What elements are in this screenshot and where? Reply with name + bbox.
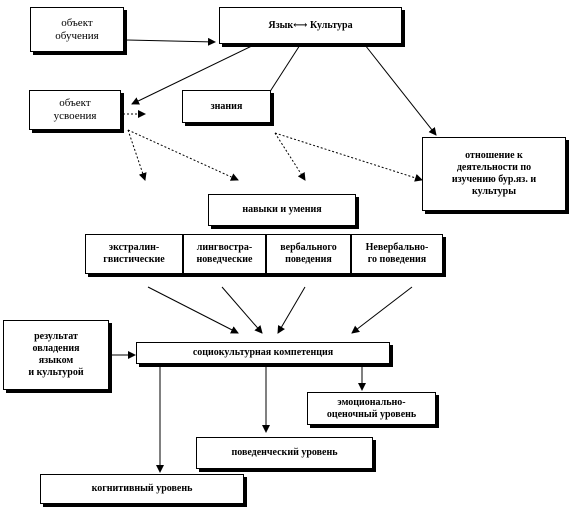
arrow-knowledge-to-attitude: [274, 132, 423, 182]
behavioral-level-box: поведенческий уровень: [196, 437, 373, 469]
arrow-linguo-to-competence: [221, 286, 263, 334]
extralinguistic-label: экстралин- гвистические: [103, 242, 165, 265]
object-of-study-label: объект обучения: [55, 16, 99, 42]
skills-box: навыки и умения: [208, 194, 356, 226]
knowledge-box: знания: [182, 90, 271, 123]
cognitive-level-box: когнитивный уровень: [40, 474, 244, 504]
arrow-mastery-down-left: [127, 129, 147, 181]
attitude-box: отношение к деятельности по изучению бур…: [422, 137, 566, 211]
nonverbal-behavior-box: Невербально- го поведения: [351, 234, 443, 274]
object-of-mastery-box: объект усвоения: [29, 90, 121, 130]
arrow-nonverbal-to-competence: [351, 286, 413, 334]
competence-label: социокультурная компетенция: [192, 347, 334, 358]
arrow-language-to-attitude: [364, 44, 437, 136]
arrow-verbal-to-competence: [277, 286, 306, 334]
linguo-cultural-box: лингвостра- новедческие: [183, 234, 266, 274]
language-culture-label: Язык⟷ Культура: [268, 19, 353, 31]
emotional-level-label: эмоционально- оценочный уровень: [326, 396, 417, 420]
object-of-study-box: объект обучения: [30, 7, 124, 52]
arrow-knowledge-down: [274, 132, 306, 181]
emotional-level-box: эмоционально- оценочный уровень: [307, 392, 436, 425]
arrow-mastery-down-right: [127, 129, 239, 181]
nonverbal-behavior-label: Невербально- го поведения: [365, 242, 429, 265]
behavioral-level-label: поведенческий уровень: [231, 447, 338, 458]
arrow-study-to-language: [124, 37, 216, 46]
competence-box: социокультурная компетенция: [136, 342, 390, 364]
verbal-behavior-box: вербального поведения: [266, 234, 351, 274]
cognitive-level-label: когнитивный уровень: [91, 483, 193, 494]
language-culture-box: Язык⟷ Культура: [219, 7, 402, 44]
skills-label: навыки и умения: [242, 204, 322, 215]
linguo-cultural-label: лингвостра- новедческие: [196, 242, 253, 265]
result-box: результат овладения языком и культурой: [3, 320, 109, 390]
verbal-behavior-label: вербального поведения: [280, 242, 337, 265]
knowledge-label: знания: [210, 100, 243, 112]
extralinguistic-box: экстралин- гвистические: [85, 234, 183, 274]
result-label: результат овладения языком и культурой: [28, 331, 84, 378]
object-of-mastery-label: объект усвоения: [53, 97, 97, 122]
attitude-label: отношение к деятельности по изучению бур…: [451, 150, 537, 197]
arrow-language-to-mastery: [131, 41, 261, 105]
arrow-extra-to-competence: [147, 286, 239, 334]
